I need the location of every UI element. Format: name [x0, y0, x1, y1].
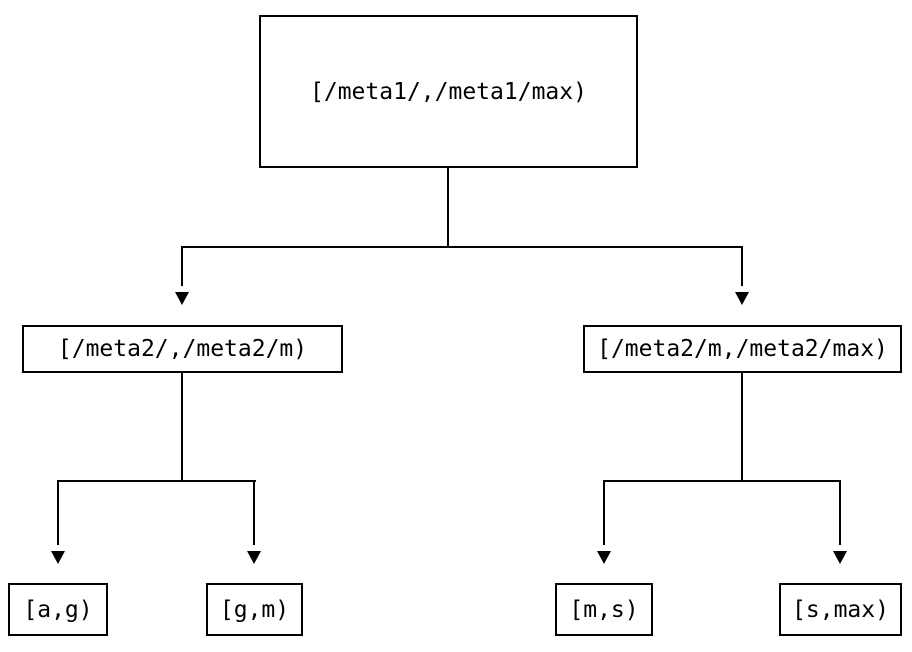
edge-meta2-low-left-drop [57, 480, 59, 545]
node-leaf-g-m: [g,m) [206, 583, 303, 636]
edge-meta2-high-stem [741, 373, 743, 482]
node-meta2-low-interval: [/meta2/,/meta2/m) [22, 325, 343, 373]
edge-meta2-low-stem [181, 373, 183, 482]
node-leaf-m-s: [m,s) [555, 583, 653, 636]
node-leaf-s-max: [s,max) [779, 583, 902, 636]
arrow-down-icon [833, 551, 847, 564]
arrow-down-icon [597, 551, 611, 564]
arrow-down-icon [247, 551, 261, 564]
node-meta2-high-interval: [/meta2/m,/meta2/max) [583, 325, 902, 373]
node-root-interval: [/meta1/,/meta1/max) [259, 15, 638, 168]
edge-meta2-low-right-drop [253, 480, 255, 545]
arrow-down-icon [175, 292, 189, 305]
edge-root-stem [447, 168, 449, 248]
edge-meta2-high-left-drop [603, 480, 605, 545]
edge-meta2-low-children-bar [57, 480, 256, 482]
edge-meta2-high-right-drop [839, 480, 841, 545]
edge-meta2-high-children-bar [603, 480, 841, 482]
node-leaf-a-g: [a,g) [8, 583, 108, 636]
edge-root-children-bar [181, 246, 743, 248]
edge-root-right-drop [741, 246, 743, 286]
arrow-down-icon [735, 292, 749, 305]
arrow-down-icon [51, 551, 65, 564]
edge-root-left-drop [181, 246, 183, 286]
